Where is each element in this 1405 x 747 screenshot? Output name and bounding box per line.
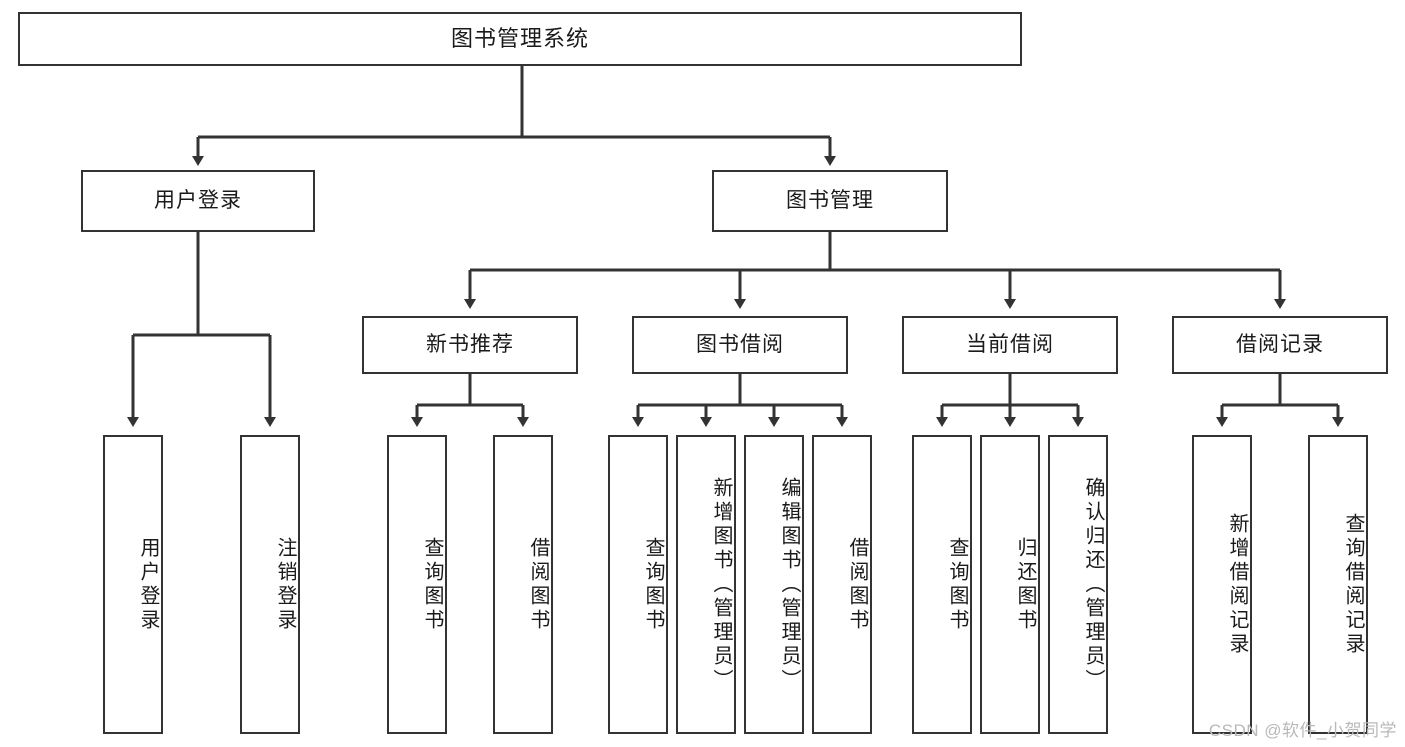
node-label: 新书推荐: [426, 333, 514, 357]
node-current-borrow[interactable]: 当前借阅: [902, 316, 1118, 374]
leaf-query-borrow-record[interactable]: 查询借阅记录: [1308, 435, 1368, 734]
node-label: 查询图书: [642, 536, 664, 633]
node-label: 借阅图书: [527, 536, 549, 633]
watermark-text: CSDN @软件_小贺同学: [1208, 721, 1397, 740]
node-label: 查询借阅记录: [1342, 512, 1364, 657]
leaf-edit-book-admin[interactable]: 编辑图书（管理员）: [744, 435, 804, 734]
node-label: 当前借阅: [966, 333, 1054, 357]
node-label: 图书管理系统: [450, 25, 589, 51]
node-book-management[interactable]: 图书管理: [712, 170, 948, 232]
node-label: 注销登录: [274, 536, 296, 633]
node-book-borrow[interactable]: 图书借阅: [632, 316, 848, 374]
leaf-return-book[interactable]: 归还图书: [980, 435, 1040, 734]
leaf-user-login[interactable]: 用户登录: [103, 435, 163, 734]
node-root-system[interactable]: 图书管理系统: [18, 12, 1022, 66]
node-new-book-recommend[interactable]: 新书推荐: [362, 316, 578, 374]
leaf-query-book-recommend[interactable]: 查询图书: [387, 435, 447, 734]
node-label: 新增借阅记录: [1226, 512, 1248, 657]
node-label: 图书管理: [786, 189, 874, 213]
leaf-query-book-current[interactable]: 查询图书: [912, 435, 972, 734]
leaf-confirm-return-admin[interactable]: 确认归还（管理员）: [1048, 435, 1108, 734]
node-label: 图书借阅: [696, 333, 784, 357]
node-label: 新增图书（管理员）: [710, 476, 732, 693]
node-label: 用户登录: [137, 536, 159, 633]
node-label: 归还图书: [1014, 536, 1036, 633]
node-borrow-record[interactable]: 借阅记录: [1172, 316, 1388, 374]
node-label: 确认归还（管理员）: [1082, 476, 1104, 693]
leaf-borrow-book-recommend[interactable]: 借阅图书: [493, 435, 553, 734]
leaf-add-borrow-record[interactable]: 新增借阅记录: [1192, 435, 1252, 734]
leaf-add-book-admin[interactable]: 新增图书（管理员）: [676, 435, 736, 734]
node-label: 编辑图书（管理员）: [778, 476, 800, 693]
node-label: 借阅图书: [846, 536, 868, 633]
node-user-login[interactable]: 用户登录: [81, 170, 315, 232]
leaf-query-book-borrow[interactable]: 查询图书: [608, 435, 668, 734]
node-label: 查询图书: [421, 536, 443, 633]
node-label: 查询图书: [946, 536, 968, 633]
node-label: 用户登录: [154, 189, 242, 213]
leaf-borrow-book[interactable]: 借阅图书: [812, 435, 872, 734]
leaf-logout[interactable]: 注销登录: [240, 435, 300, 734]
node-label: 借阅记录: [1236, 333, 1324, 357]
